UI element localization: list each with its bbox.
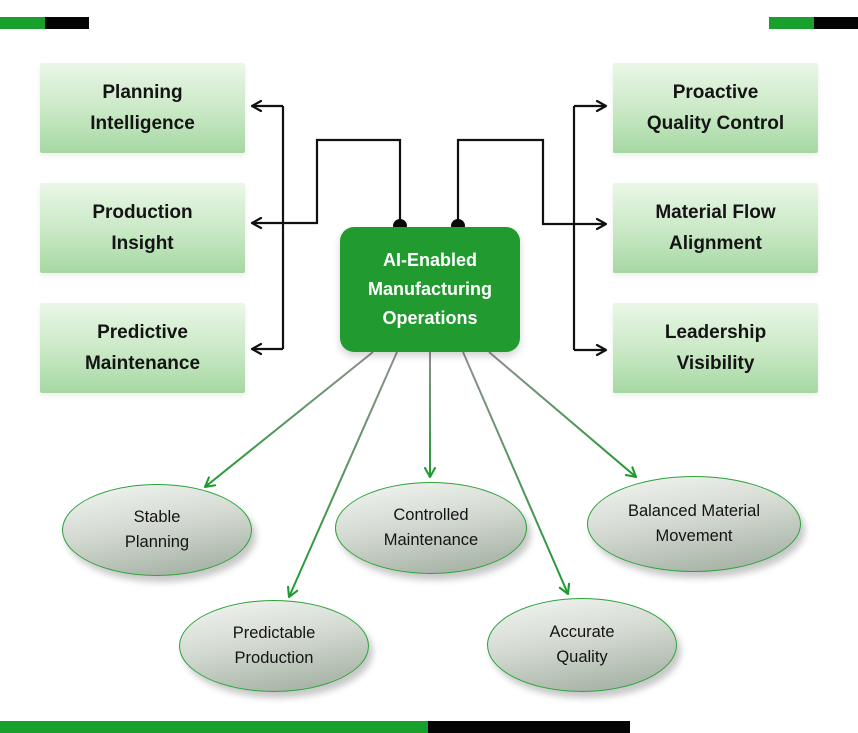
node-leadership-visibility: Leadership Visibility bbox=[613, 303, 818, 393]
node-proactive-quality-control: Proactive Quality Control bbox=[613, 63, 818, 153]
node-ai-enabled-manufacturing-operations: AI-Enabled Manufacturing Operations bbox=[340, 227, 520, 352]
node-label-line: Production bbox=[92, 201, 193, 223]
ellipse-label-line: Production bbox=[234, 649, 314, 667]
ellipse-label-line: Accurate bbox=[549, 623, 615, 641]
node-label-line: Proactive bbox=[672, 81, 759, 103]
ellipse-label-line: Maintenance bbox=[383, 531, 479, 549]
decor-bar-top-left-green bbox=[0, 17, 45, 29]
center-label-line: Manufacturing bbox=[368, 279, 492, 299]
decor-bar-top-right-black bbox=[814, 17, 858, 29]
node-label-line: Leadership bbox=[664, 321, 767, 343]
ellipse-label-line: Balanced Material bbox=[627, 502, 761, 520]
ellipse-label-line: Planning bbox=[124, 533, 190, 551]
node-label-line: Planning bbox=[102, 81, 183, 103]
node-production-insight: Production Insight bbox=[40, 183, 245, 273]
node-material-flow-alignment: Material Flow Alignment bbox=[613, 183, 818, 273]
node-label-line: Insight bbox=[111, 232, 174, 254]
node-predictable-production: Predictable Production bbox=[179, 600, 369, 692]
decor-bar-top-right-green bbox=[769, 17, 814, 29]
ellipse-label-line: Stable bbox=[133, 508, 181, 526]
decor-bar-top-left-black bbox=[45, 17, 89, 29]
decor-bar-bottom-black bbox=[428, 721, 630, 733]
connector-fan-predictable-production bbox=[287, 351, 398, 599]
connector-fan-stable-planning bbox=[203, 351, 374, 489]
ellipse-label-line: Predictable bbox=[232, 624, 316, 642]
node-label-line: Quality Control bbox=[646, 112, 785, 134]
node-label-line: Predictive bbox=[97, 321, 188, 343]
ellipse-label-line: Controlled bbox=[393, 506, 469, 524]
node-label-line: Visibility bbox=[676, 352, 755, 374]
node-predictive-maintenance: Predictive Maintenance bbox=[40, 303, 245, 393]
connector-left-middle bbox=[250, 138, 402, 230]
ellipse-label-line: Quality bbox=[556, 648, 608, 666]
node-label-line: Maintenance bbox=[84, 352, 201, 374]
node-planning-intelligence: Planning Intelligence bbox=[40, 63, 245, 153]
node-label-line: Alignment bbox=[669, 232, 762, 254]
node-label-line: Material Flow bbox=[655, 201, 776, 223]
decor-bar-bottom-green bbox=[0, 721, 428, 733]
node-label-line: Intelligence bbox=[90, 112, 195, 134]
connector-right-middle bbox=[456, 138, 608, 231]
connector-fan-balanced-material bbox=[488, 351, 638, 479]
ellipse-label-line: Movement bbox=[655, 527, 733, 545]
node-accurate-quality: Accurate Quality bbox=[487, 598, 677, 692]
connector-fan-accurate-quality bbox=[462, 351, 571, 596]
center-label-line: AI-Enabled bbox=[382, 250, 477, 270]
node-balanced-material-movement: Balanced Material Movement bbox=[587, 476, 801, 572]
node-stable-planning: Stable Planning bbox=[62, 484, 252, 576]
node-controlled-maintenance: Controlled Maintenance bbox=[335, 482, 527, 574]
center-label-line: Operations bbox=[382, 308, 478, 328]
